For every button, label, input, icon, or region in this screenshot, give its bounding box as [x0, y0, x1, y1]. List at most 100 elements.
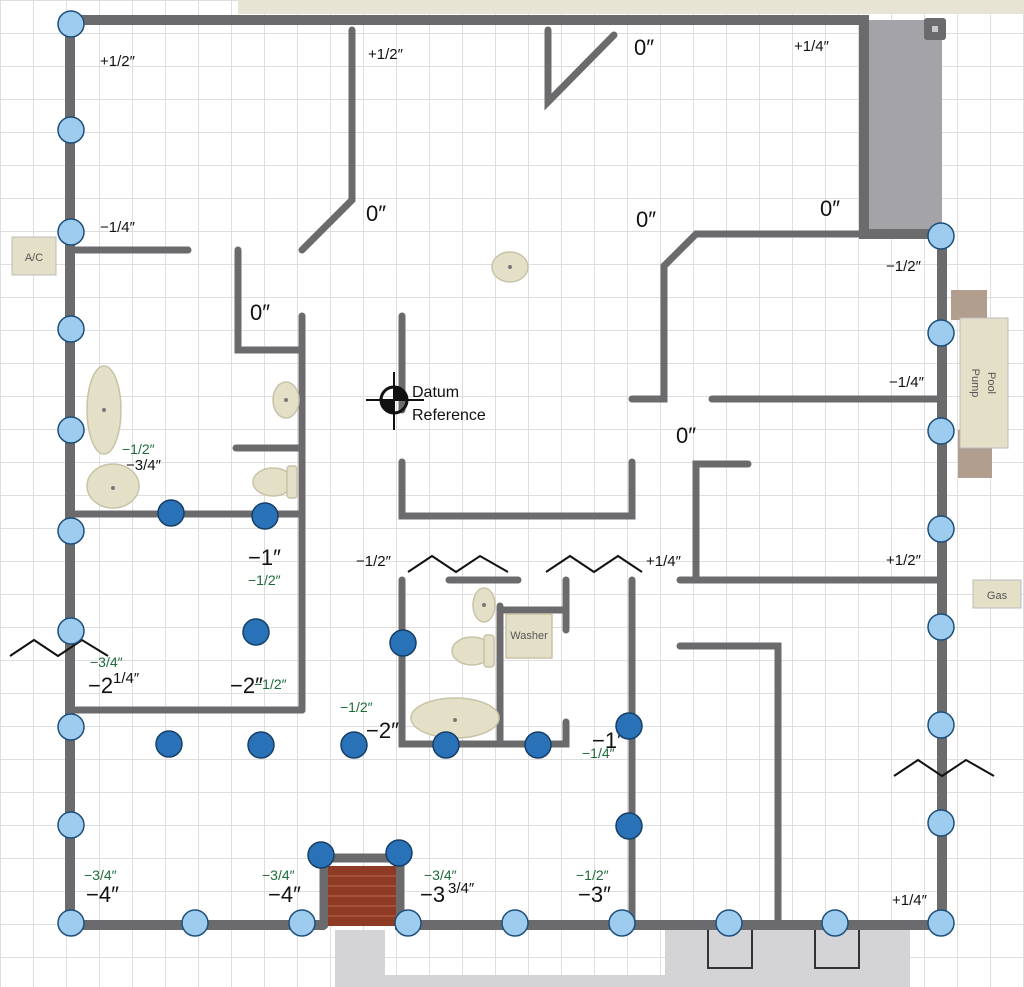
pier-marker[interactable]	[251, 502, 279, 530]
elevation-reading: 0″	[636, 207, 656, 232]
exterior-wall-top	[65, 15, 947, 239]
elevation-reading: −1/2″	[122, 441, 155, 457]
pier-marker[interactable]	[608, 909, 636, 937]
toilet-tank-icon	[286, 465, 298, 499]
break-lines	[9, 554, 995, 778]
pier-marker[interactable]	[157, 499, 185, 527]
brick-pattern	[328, 875, 396, 917]
pier-marker[interactable]	[340, 731, 368, 759]
elevation-reading: −1/4″	[100, 219, 136, 236]
pool-pump-unit	[959, 317, 1009, 449]
datum-label-line1: Datum	[412, 384, 459, 401]
elevation-reading: −3/4″	[84, 867, 117, 883]
elevation-reading: 3/4″	[448, 880, 475, 897]
elevation-reading: −1/4″	[582, 745, 615, 761]
ac-unit	[11, 236, 57, 276]
pier-marker[interactable]	[288, 909, 316, 937]
pier-marker[interactable]	[715, 909, 743, 937]
datum-label-line2: Reference	[412, 407, 486, 424]
pier-marker[interactable]	[57, 517, 85, 545]
fixture-drains	[102, 265, 512, 722]
elevation-reading: 0″	[820, 196, 840, 221]
pier-marker[interactable]	[927, 613, 955, 641]
pier-marker[interactable]	[432, 731, 460, 759]
elevation-reading: −2	[88, 673, 113, 698]
pool-pump-label-2: Pump	[969, 369, 981, 398]
pier-marker[interactable]	[394, 909, 422, 937]
elevation-reading: −3/4″	[262, 867, 295, 883]
walls	[65, 15, 947, 930]
interior-walls	[68, 26, 944, 930]
pier-marker[interactable]	[57, 617, 85, 645]
elevation-reading: 0″	[366, 201, 386, 226]
elevation-readings: +1/2″ +1/2″ 0″ +1/4″ −1/4″ 0″ 0″ 0″ −1/2…	[84, 35, 928, 909]
pier-marker[interactable]	[57, 315, 85, 343]
elevation-reading: +1/4″	[646, 553, 682, 570]
elevation-reading: −1/2″	[248, 572, 281, 588]
pier-marker[interactable]	[615, 712, 643, 740]
pier-marker[interactable]	[57, 811, 85, 839]
datum-marker-icon	[366, 372, 424, 430]
washer-icon	[505, 613, 553, 659]
pier-marker[interactable]	[821, 909, 849, 937]
piers-perimeter	[57, 10, 955, 937]
pier-marker[interactable]	[57, 713, 85, 741]
elevation-reading: +1/4″	[892, 892, 928, 909]
pier-marker[interactable]	[385, 839, 413, 867]
pier-marker[interactable]	[927, 319, 955, 347]
pier-marker[interactable]	[57, 116, 85, 144]
pier-marker[interactable]	[57, 218, 85, 246]
pier-marker[interactable]	[501, 909, 529, 937]
elevation-reading: −3/4″	[126, 457, 162, 474]
pier-marker[interactable]	[247, 731, 275, 759]
ac-label: A/C	[25, 252, 43, 264]
elevation-reading: −1/2″	[254, 676, 287, 692]
elevation-reading: 0″	[634, 35, 654, 60]
elevation-reading: −3/4″	[424, 867, 457, 883]
driveway-top	[238, 0, 1024, 14]
pier-marker[interactable]	[307, 841, 335, 869]
pier-marker[interactable]	[927, 222, 955, 250]
pier-marker[interactable]	[615, 812, 643, 840]
elevation-reading: 0″	[250, 300, 270, 325]
pier-marker[interactable]	[524, 731, 552, 759]
walkway-bottom	[335, 975, 670, 987]
elevation-reading: −4″	[268, 882, 301, 907]
piers-interior	[155, 499, 643, 869]
elevation-reading: −4″	[86, 882, 119, 907]
pier-marker[interactable]	[927, 711, 955, 739]
pier-marker[interactable]	[155, 730, 183, 758]
garage-block	[864, 20, 942, 234]
pier-marker[interactable]	[57, 416, 85, 444]
elevation-reading: 1/4″	[113, 670, 140, 687]
toilet-tank-icon	[483, 634, 495, 668]
elevation-reading: +1/2″	[886, 552, 922, 569]
elevation-reading: −1/2″	[886, 258, 922, 275]
pool-pump-base-1	[951, 290, 987, 320]
fixtures	[86, 251, 553, 739]
pier-marker[interactable]	[181, 909, 209, 937]
gas-label: Gas	[987, 590, 1008, 602]
pier-marker[interactable]	[57, 909, 85, 937]
garage-vent-dot	[932, 26, 938, 32]
elevation-reading: −3	[420, 882, 445, 907]
pier-marker[interactable]	[389, 629, 417, 657]
pier-marker[interactable]	[927, 417, 955, 445]
elevation-reading: +1/2″	[368, 46, 404, 63]
elevation-reading: −1/2″	[576, 867, 609, 883]
pier-marker[interactable]	[927, 909, 955, 937]
patio-slab	[665, 930, 910, 987]
elevation-reading: +1/4″	[794, 38, 830, 55]
pier-marker[interactable]	[57, 10, 85, 38]
elevation-reading: −1″	[248, 545, 281, 570]
elevation-reading: −1/2″	[356, 553, 392, 570]
pier-marker[interactable]	[242, 618, 270, 646]
elevation-reading: −1/2″	[340, 699, 373, 715]
elevation-reading: +1/2″	[100, 53, 136, 70]
elevation-reading: −2″	[366, 718, 399, 743]
pier-marker[interactable]	[927, 515, 955, 543]
elevation-reading: 0″	[676, 423, 696, 448]
pier-marker[interactable]	[927, 809, 955, 837]
washer-label: Washer	[510, 630, 548, 642]
